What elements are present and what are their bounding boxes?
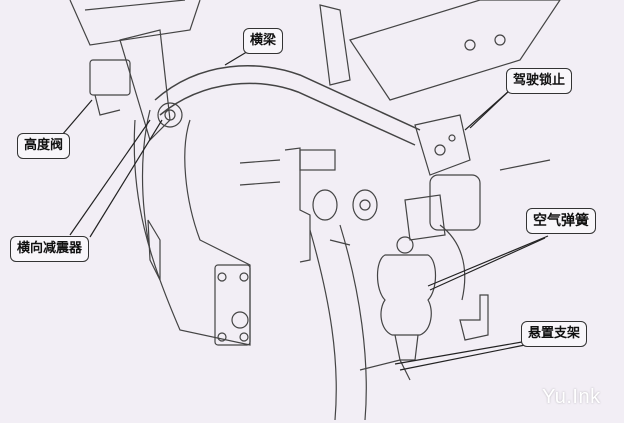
label-cab-lock: 驾驶锁止 <box>506 68 573 94</box>
label-height-valve: 高度阀 <box>17 133 71 159</box>
label-crossbeam: 横梁 <box>243 28 284 54</box>
mount-bracket-part <box>459 294 489 341</box>
label-lateral-damper: 横向减震器 <box>10 236 90 262</box>
crossbeam-tube <box>154 65 421 131</box>
label-air-spring: 空气弹簧 <box>526 208 596 234</box>
height-valve-part <box>89 59 131 96</box>
right-frame <box>349 0 561 101</box>
cab-lock-part <box>414 114 471 176</box>
air-spring-part <box>376 254 437 336</box>
watermark: Yu.Ink <box>542 386 601 408</box>
label-mount-bracket: 悬置支架 <box>521 321 588 347</box>
left-mount-bracket <box>133 119 251 346</box>
